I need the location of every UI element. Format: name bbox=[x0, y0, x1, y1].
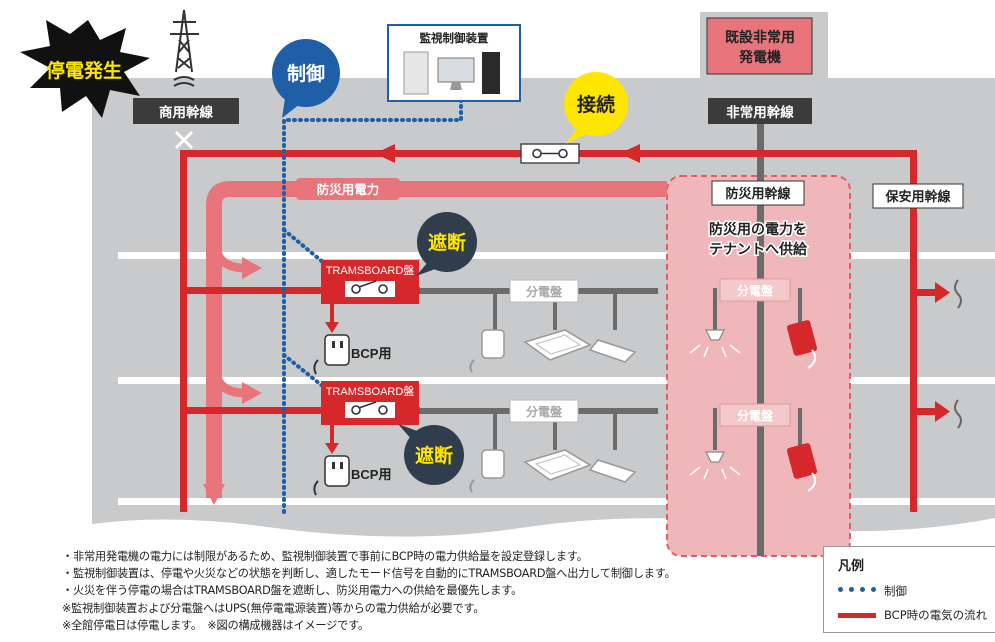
cutoff-bubble-top: 遮断 bbox=[416, 212, 477, 276]
red-line-icon bbox=[838, 612, 876, 618]
disaster-arrow-head bbox=[203, 484, 225, 505]
security-arrow bbox=[935, 282, 950, 303]
bcp-bottom-label: BCP用 bbox=[351, 467, 391, 482]
disaster-arrow-head bbox=[242, 382, 262, 404]
appliance-outlet-icon bbox=[469, 329, 505, 373]
legend: 凡例 制御 BCP時の電気の流れ bbox=[823, 546, 995, 633]
bcp-outlet-bottom: BCP用 bbox=[313, 425, 391, 496]
server-cabinet-icon bbox=[403, 51, 429, 95]
notes: ・非常用発電機の電力には制限があるため、監視制御装置で事前にBCP時の電力供給量… bbox=[62, 548, 822, 634]
security-branch bbox=[914, 289, 938, 296]
commercial-trunk-line bbox=[180, 150, 187, 512]
disaster-trunk-label: 防災用幹線 bbox=[725, 186, 791, 201]
floor-line bbox=[118, 498, 995, 505]
disaster-trunk-label-box: 防災用幹線 bbox=[711, 180, 805, 206]
security-trunk-label: 保安用幹線 bbox=[884, 189, 951, 204]
utility-tower-icon bbox=[170, 9, 199, 87]
floor-branch-top bbox=[184, 287, 420, 294]
air-conditioner-icon bbox=[523, 449, 592, 481]
cutoff-bottom-label: 遮断 bbox=[415, 444, 453, 467]
fire-alarm-icon bbox=[786, 443, 818, 492]
supply-tenant-line1: 防災用の電力を bbox=[709, 221, 807, 237]
feed-arrow bbox=[620, 144, 640, 163]
cutoff-top-label: 遮断 bbox=[428, 231, 466, 254]
panel-pink-bottom: 分電盤 bbox=[719, 403, 791, 427]
generator-label-line2: 発電機 bbox=[738, 49, 781, 65]
existing-generator-box: 既設非常用 発電機 bbox=[706, 17, 813, 75]
gray-drop bbox=[713, 408, 802, 450]
ceiling-light-icon bbox=[588, 339, 637, 363]
connect-bubble: 接続 bbox=[564, 72, 628, 144]
floor-line bbox=[118, 252, 995, 259]
legend-bcp-row: BCP時の電気の流れ bbox=[838, 607, 987, 623]
floor-line bbox=[118, 377, 995, 384]
disaster-arrow bbox=[209, 361, 246, 398]
disaster-power-band bbox=[206, 181, 400, 498]
monitor-device-label: 監視制御装置 bbox=[420, 31, 489, 45]
panel-pink-bottom-label: 分電盤 bbox=[737, 408, 774, 423]
generator-label-line1: 既設非常用 bbox=[725, 29, 795, 45]
emergency-trunk-label-box: 非常用幹線 bbox=[708, 98, 812, 124]
disaster-arrow-head bbox=[242, 257, 262, 279]
dotted-line-icon bbox=[838, 586, 876, 596]
security-branch bbox=[914, 408, 938, 415]
security-trunk-line bbox=[910, 150, 917, 512]
monitor-icon bbox=[437, 57, 475, 83]
security-arrow bbox=[935, 401, 950, 422]
tramsboard-top: TRAMSBOARD盤 bbox=[321, 260, 419, 304]
sprinkler-icon bbox=[689, 329, 741, 358]
connect-bubble-label: 接続 bbox=[577, 93, 615, 116]
floor-branch-bottom bbox=[184, 407, 420, 414]
pc-tower-icon bbox=[482, 52, 500, 94]
outage-burst: 停電発生 bbox=[20, 20, 150, 118]
load-squiggle bbox=[954, 279, 962, 309]
control-bubble-label: 制御 bbox=[287, 62, 325, 85]
outage-label: 停電発生 bbox=[46, 59, 122, 82]
panel-gray-bottom-label: 分電盤 bbox=[526, 404, 563, 419]
load-squiggle bbox=[954, 399, 962, 429]
legend-control-label: 制御 bbox=[884, 584, 907, 598]
note-line: ※全館停電日は停電します。 ※図の構成機器はイメージです。 bbox=[62, 618, 369, 632]
note-line: ※監視制御装置および分電盤へはUPS(無停電電源装置)等からの電力供給が必要です… bbox=[62, 601, 485, 615]
tramsboard-bottom: TRAMSBOARD盤 bbox=[321, 381, 419, 425]
panel-gray-bottom: 分電盤 bbox=[509, 399, 579, 423]
disaster-power-label-box: 防災用電力 bbox=[296, 178, 400, 200]
disaster-arrow bbox=[209, 236, 246, 273]
panel-pink-top: 分電盤 bbox=[719, 278, 791, 302]
security-trunk-label-box: 保安用幹線 bbox=[872, 183, 964, 209]
note-line: ・監視制御装置は、停電や火災などの状態を判断し、適したモード信号を自動的にTRA… bbox=[62, 567, 676, 581]
emergency-trunk-label: 非常用幹線 bbox=[726, 104, 794, 120]
panel-gray-top-label: 分電盤 bbox=[526, 284, 563, 299]
commercial-trunk-label-box: 商用幹線 bbox=[133, 98, 239, 124]
ceiling-light-icon bbox=[588, 459, 637, 483]
panel-gray-top: 分電盤 bbox=[509, 279, 579, 303]
disaster-trunk-line bbox=[757, 120, 764, 556]
feed-arrow bbox=[375, 144, 395, 163]
appliance-outlet-icon bbox=[469, 449, 505, 493]
bcp-outlet-top: BCP用 bbox=[313, 304, 391, 375]
cutoff-bubble-bottom: 遮断 bbox=[398, 424, 464, 485]
sprinkler-icon bbox=[689, 451, 741, 480]
legend-title: 凡例 bbox=[838, 559, 865, 574]
tramsboard-top-label: TRAMSBOARD盤 bbox=[326, 264, 415, 277]
break-x-icon bbox=[174, 130, 194, 150]
note-line: ・火災を伴う停電の場合はTRAMSBOARD盤を遮断し、防災用電力への供給を最優… bbox=[62, 584, 523, 598]
note-line: ・非常用発電機の電力には制限があるため、監視制御装置で事前にBCP時の電力供給量… bbox=[62, 550, 588, 563]
commercial-trunk-label: 商用幹線 bbox=[159, 104, 213, 120]
gray-drop bbox=[713, 288, 802, 330]
tramsboard-bottom-label: TRAMSBOARD盤 bbox=[326, 385, 415, 398]
bcp-top-label: BCP用 bbox=[351, 346, 391, 361]
disaster-power-label: 防災用電力 bbox=[317, 182, 380, 197]
control-bubble: 制御 bbox=[272, 39, 340, 118]
monitor-device-box: 監視制御装置 bbox=[387, 24, 521, 102]
air-conditioner-icon bbox=[523, 329, 592, 361]
fire-alarm-icon bbox=[786, 320, 818, 369]
connect-switch bbox=[520, 143, 580, 164]
supply-tenant-line2: テナントへ供給 bbox=[709, 241, 808, 257]
legend-bcp-label: BCP時の電気の流れ bbox=[884, 608, 988, 622]
panel-pink-top-label: 分電盤 bbox=[737, 283, 774, 298]
legend-control-row: 制御 bbox=[838, 583, 907, 599]
control-signal-line bbox=[282, 98, 463, 514]
